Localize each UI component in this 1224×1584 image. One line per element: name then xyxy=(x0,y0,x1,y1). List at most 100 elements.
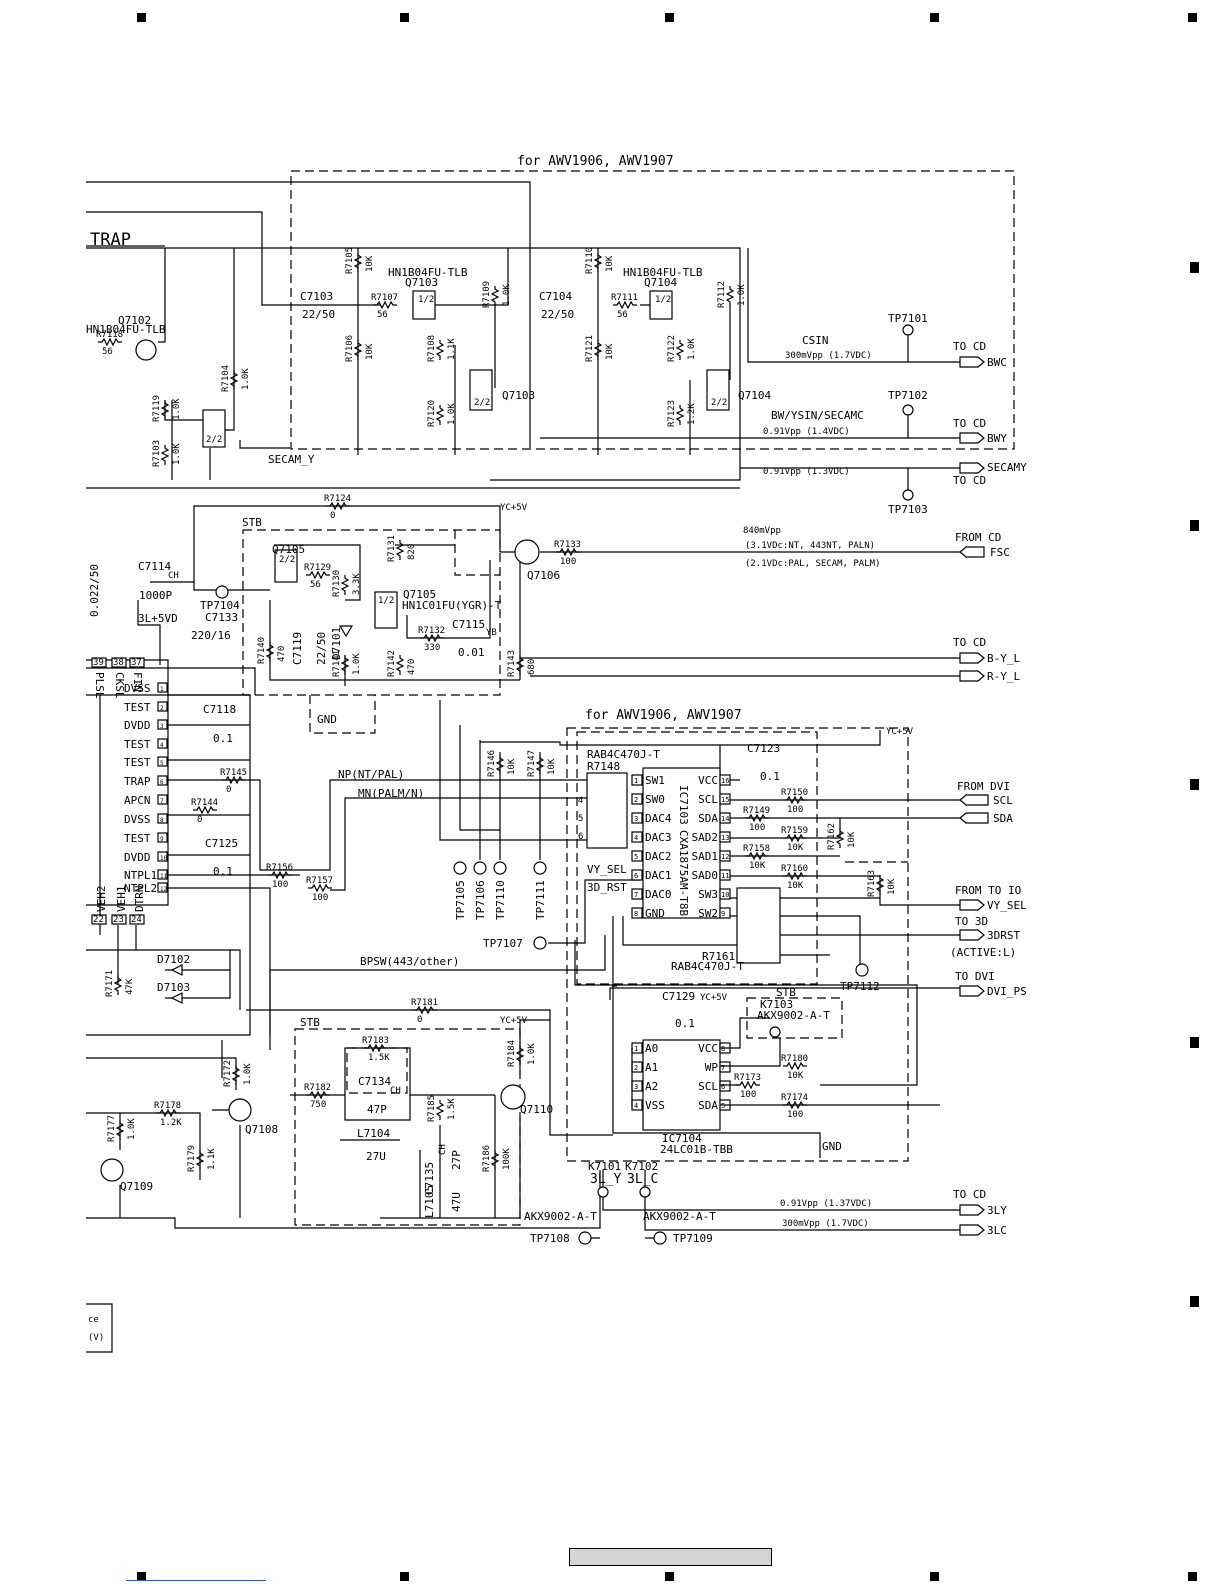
ic-pin-label: TEST xyxy=(124,756,151,769)
resistor-value: 1.0K xyxy=(502,284,512,306)
svg-text:K7102: K7102 xyxy=(625,1160,658,1173)
ic-top-pin-label: PLSL xyxy=(93,672,106,699)
svg-text:1/2: 1/2 xyxy=(418,295,434,305)
ic-pin-label: TRAP xyxy=(124,775,151,788)
ic7103-pin-box xyxy=(631,888,643,900)
ic7103-pin-number: 10 xyxy=(721,891,729,899)
resistor-value: 10K xyxy=(547,758,557,775)
connector-3drst: TO 3D 3DRST (ACTIVE:L) xyxy=(950,915,1020,959)
resistor-value: 1.0K xyxy=(687,338,697,360)
signal-np: NP(NT/PAL) xyxy=(338,768,404,781)
svg-text:3LY: 3LY xyxy=(987,1204,1007,1217)
svg-text:6: 6 xyxy=(578,832,583,842)
cap-c7125-value: 0.1 xyxy=(213,865,233,878)
ic7103-pin-number: 7 xyxy=(634,891,638,899)
svg-text:CXA1875AM-T8B: CXA1875AM-T8B xyxy=(677,830,690,916)
svg-text:Q7109: Q7109 xyxy=(120,1180,153,1193)
resistor-value: 56 xyxy=(377,310,388,320)
ic7103-pin-box xyxy=(719,831,731,843)
wiring-mid xyxy=(86,505,960,1086)
resistor-value: 100 xyxy=(312,893,328,903)
resistor-ref: R7130 xyxy=(332,570,342,597)
ic7104-pin-label: VSS xyxy=(645,1099,665,1112)
connector-fsc: FROM CD FSC xyxy=(955,531,1010,559)
signal-fsc-level: 840mVpp xyxy=(743,526,781,536)
resistor-value: 56 xyxy=(617,310,628,320)
resistor-value: 1.0K xyxy=(737,284,747,306)
title-mid: for AWV1906, AWV1907 xyxy=(585,708,742,723)
cap-c7115-type: YB xyxy=(486,628,497,638)
svg-text:TP7107: TP7107 xyxy=(483,937,523,950)
cap-c7133-value: 220/16 xyxy=(191,629,231,642)
resistor-ref: R7146 xyxy=(487,750,497,777)
svg-text:SECAMY: SECAMY xyxy=(987,461,1027,474)
ic-pin-number: 4 xyxy=(160,742,164,749)
connector-scl: FROM DVI SCL xyxy=(957,780,1013,807)
svg-text:1/2: 1/2 xyxy=(378,596,394,606)
ic7103-pin-box xyxy=(719,907,731,919)
cap-c7103-value: 22/50 xyxy=(302,308,335,321)
stb-label-1: STB xyxy=(242,516,262,529)
svg-text:K7101: K7101 xyxy=(588,1160,621,1173)
svg-text:TP7111: TP7111 xyxy=(534,880,547,920)
ic7103-pin-number: 16 xyxy=(721,777,729,785)
ic7103-pin-label: SAD2 xyxy=(692,831,719,844)
ic7104-pin-label: A2 xyxy=(645,1080,658,1093)
ic-top-pin-number: 38 xyxy=(113,658,124,668)
svg-text:BWC: BWC xyxy=(987,356,1007,369)
ic7103-pin-box xyxy=(631,812,643,824)
svg-text:27U: 27U xyxy=(366,1150,386,1163)
ic-pin-box xyxy=(157,832,168,843)
svg-text:Q7105: Q7105 xyxy=(403,588,436,601)
ic-bot-pin-label: DTRN xyxy=(133,886,146,913)
cap-c7104: C7104 xyxy=(539,290,572,303)
connector-byl: TO CD B-Y_L xyxy=(953,636,1020,665)
svg-text:TP7106: TP7106 xyxy=(474,880,487,920)
svg-text:2/2: 2/2 xyxy=(711,398,727,408)
ic-pin-label: TEST xyxy=(124,832,151,845)
stb-label-3: STB xyxy=(776,986,796,999)
ic7104-pin-number: 4 xyxy=(634,1102,638,1110)
ic7103-pin-box xyxy=(631,831,643,843)
ic7104-pin-label: SCL xyxy=(698,1080,718,1093)
ic7103-pin-label: GND xyxy=(645,907,665,920)
resistor-ref: R7142 xyxy=(387,650,397,677)
test-point-tp7112: TP7112 xyxy=(840,963,880,993)
svg-text:RAB4C470J-T: RAB4C470J-T xyxy=(587,748,660,761)
resistor-value: 100 xyxy=(787,805,803,815)
cap-c7119: C7119 22/50 xyxy=(291,632,328,665)
resistor-array-r7148: 456 xyxy=(578,772,628,849)
svg-text:Q7103: Q7103 xyxy=(405,276,438,289)
ic7104-pin-number: 5 xyxy=(721,1102,725,1110)
cap-c7129: C7129 xyxy=(662,990,695,1003)
svg-text:TO CD: TO CD xyxy=(953,417,986,430)
resistor-value: 10K xyxy=(787,843,804,853)
ic-pin-label: TEST xyxy=(124,738,151,751)
resistor-ref: R7183 xyxy=(362,1036,389,1046)
test-point-tp7103: TP7103 xyxy=(888,489,928,516)
resistor-ref: R7177 xyxy=(107,1115,117,1142)
ic-pin-number: 1 xyxy=(160,686,164,693)
svg-text:TO DVI: TO DVI xyxy=(955,970,995,983)
resistor-ref: R7109 xyxy=(482,281,492,308)
resistor-ref: R7121 xyxy=(585,335,595,362)
svg-text:27P: 27P xyxy=(450,1150,463,1170)
resistor-value: 1.1K xyxy=(447,338,457,360)
svg-text:ce: ce xyxy=(88,1315,99,1325)
svg-text:AKX9002-A-T: AKX9002-A-T xyxy=(524,1210,597,1223)
transistor-q7104-2: 2/2 Q7104 xyxy=(706,369,771,411)
signal-bwy-level: 0.91Vpp (1.4VDC) xyxy=(763,427,850,437)
svg-text:HN1C01FU(YGR)-T: HN1C01FU(YGR)-T xyxy=(402,599,502,612)
option-box-top xyxy=(290,170,1015,450)
resistor-array-r7161: R7161 RAB4C470J-T xyxy=(671,887,781,973)
resistor-ref: R7162 xyxy=(827,823,837,850)
resistor-ref: R7104 xyxy=(221,365,231,392)
svg-text:FROM TO IO: FROM TO IO xyxy=(955,884,1021,897)
